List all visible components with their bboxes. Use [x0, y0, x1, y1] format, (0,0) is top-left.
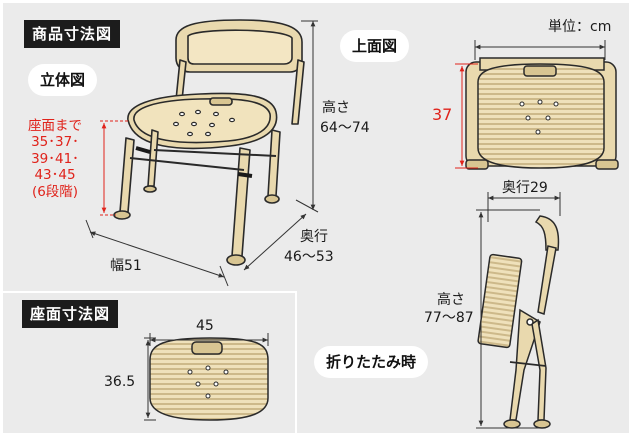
folded-height-value: 77～87 — [424, 310, 474, 326]
height-label: 高さ — [322, 100, 350, 116]
perspective-dimensions — [85, 20, 319, 287]
top-view-label: 上面図 — [340, 30, 410, 62]
height-value: 64～74 — [320, 120, 370, 136]
seat-height-values-3: 43･45 — [34, 167, 76, 184]
seat-height-note: 座面まで 35･37･ 39･41･ 43･45 (6段階) — [18, 118, 92, 200]
top-view-chair — [465, 57, 619, 170]
depth-value: 46～53 — [284, 249, 334, 265]
seat-height-values-1: 35･37･ — [31, 134, 79, 151]
seat-plan — [149, 337, 269, 421]
top-seat-dimension: 37 — [432, 105, 453, 124]
folded-height-label: 高さ — [437, 292, 465, 308]
depth-label: 奥行 — [300, 229, 328, 245]
seat-width-value: 45 — [196, 318, 214, 334]
perspective-chair — [113, 19, 305, 266]
folded-chair — [477, 215, 560, 429]
perspective-view-label: 立体図 — [28, 64, 98, 96]
seat-dimensions-title: 座面寸法図 — [22, 300, 119, 328]
folded-view-label: 折りたたみ時 — [314, 346, 429, 378]
seat-height-label: 座面まで — [28, 118, 82, 134]
unit-label: 単位：cm — [548, 19, 612, 35]
seat-height-dimension — [100, 120, 128, 216]
product-dimensions-title: 商品寸法図 — [24, 20, 121, 48]
folded-depth-label: 奥行29 — [502, 180, 548, 196]
seat-depth-value: 36.5 — [104, 374, 136, 390]
seat-height-steps: (6段階) — [31, 183, 79, 200]
width-label: 幅51 — [110, 258, 142, 274]
seat-height-values-2: 39･41･ — [31, 150, 79, 167]
